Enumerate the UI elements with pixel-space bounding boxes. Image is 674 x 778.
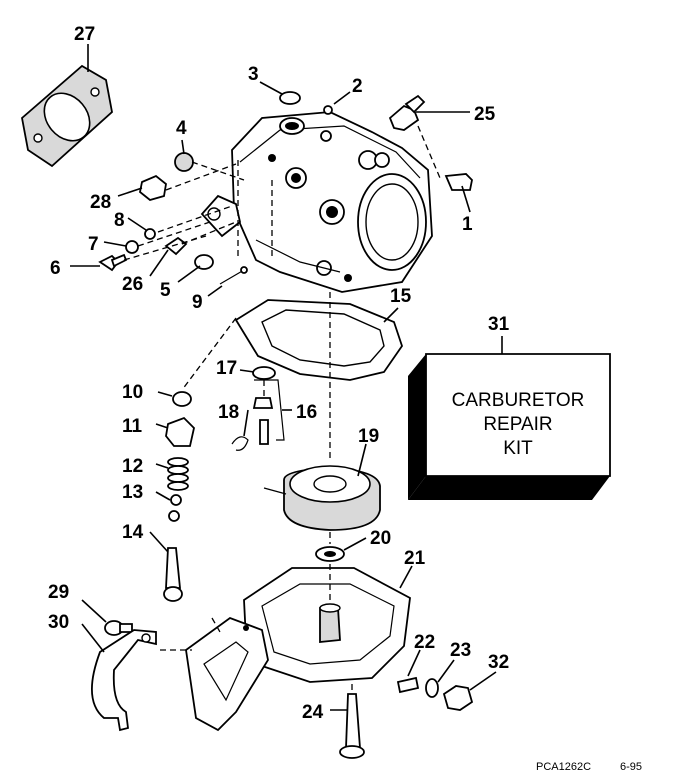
callout-labels: 27 3 2 4 25 28 8 7 6 26 5 9 1 15 31 17 1…	[48, 24, 510, 723]
callout-23: 23	[450, 640, 471, 661]
washer-part-23	[425, 678, 439, 698]
callout-15: 15	[390, 286, 412, 307]
kit-line-1: CARBURETOR	[452, 390, 585, 411]
bowl-gasket-part-15	[234, 299, 403, 381]
callout-22: 22	[414, 632, 435, 653]
nut-part-28	[139, 174, 167, 201]
drawing-code: PCA1262C	[536, 761, 591, 773]
screw-part-29	[104, 620, 133, 636]
screw-part-6	[98, 253, 128, 272]
washer-small	[168, 510, 180, 522]
callout-4: 4	[176, 118, 187, 139]
callout-17: 17	[216, 358, 237, 379]
callout-9: 9	[192, 292, 203, 313]
callout-18: 18	[218, 402, 239, 423]
callout-26: 26	[122, 274, 143, 295]
drawing-date: 6-95	[620, 761, 642, 773]
spring-part-12	[167, 457, 189, 491]
ball-part-2	[323, 105, 333, 115]
pin-part-9	[219, 266, 248, 285]
callout-20: 20	[370, 528, 391, 549]
callout-21: 21	[404, 548, 426, 569]
callout-30: 30	[48, 612, 69, 633]
washer-part-10	[172, 391, 192, 407]
fitting-part-25	[388, 94, 426, 131]
bowl-bracket	[185, 616, 269, 732]
screw-part-32	[442, 685, 474, 711]
fitting-part-26	[164, 236, 188, 256]
callout-5: 5	[160, 280, 171, 301]
callout-31: 31	[488, 314, 510, 335]
gasket-part-20	[315, 546, 345, 562]
repair-kit-box	[408, 353, 611, 500]
clamp-part-30	[91, 629, 157, 732]
float-part-19	[263, 465, 381, 531]
callout-14: 14	[122, 522, 144, 543]
callout-12: 12	[122, 456, 143, 477]
callout-16: 16	[296, 402, 317, 423]
needle-seat-part-17	[252, 366, 276, 380]
float-bowl-part-21	[243, 567, 411, 683]
callout-13: 13	[122, 482, 143, 503]
carburetor-body	[200, 111, 433, 293]
callout-6: 6	[50, 258, 61, 279]
flange-gasket-part-27	[21, 64, 113, 168]
ball-part-4	[174, 152, 194, 172]
kit-line-2: REPAIR	[483, 414, 552, 435]
washer-part-8	[144, 228, 156, 240]
callout-28: 28	[90, 192, 111, 213]
needle-part-22	[396, 676, 420, 694]
callout-11: 11	[122, 416, 143, 437]
screw-part-24	[339, 693, 365, 759]
plug-part-3	[279, 91, 301, 105]
callout-25: 25	[474, 104, 496, 125]
callout-24: 24	[302, 702, 324, 723]
assembly-lines	[123, 125, 441, 694]
washer-part-13	[170, 494, 182, 506]
clip-part-18	[231, 436, 249, 451]
callout-32: 32	[488, 652, 509, 673]
inlet-needle-part-16	[252, 379, 285, 445]
callout-1: 1	[462, 214, 473, 235]
callout-10: 10	[122, 382, 143, 403]
callout-3: 3	[248, 64, 259, 85]
callout-29: 29	[48, 582, 69, 603]
callout-8: 8	[114, 210, 125, 231]
kit-line-3: KIT	[503, 438, 533, 459]
leader-lines	[70, 44, 503, 711]
callout-27: 27	[74, 24, 95, 45]
screw-part-14	[163, 547, 183, 602]
callout-19: 19	[358, 426, 379, 447]
callout-7: 7	[88, 234, 99, 255]
callout-2: 2	[352, 76, 363, 97]
screw-part-1	[444, 173, 473, 191]
washer-part-7	[125, 240, 139, 254]
jet-part-11	[165, 416, 195, 447]
repair-kit-label: CARBURETOR REPAIR KIT	[452, 390, 585, 459]
